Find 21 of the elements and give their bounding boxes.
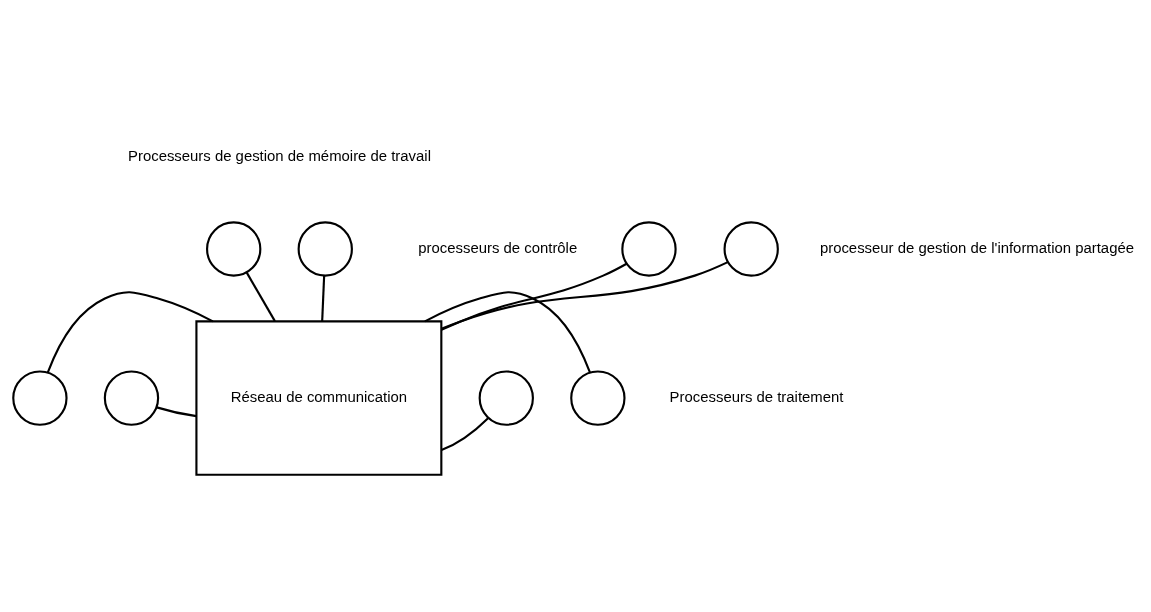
- connector: [424, 290, 591, 373]
- node-circle: [621, 220, 677, 277]
- node-circle: [297, 220, 353, 277]
- node-box: Réseau de communication: [195, 319, 443, 476]
- label: Processeurs de traitement: [669, 388, 844, 405]
- node-circle: [478, 369, 534, 426]
- connector: [321, 275, 326, 321]
- node-circle: [723, 220, 779, 277]
- label: Processeurs de gestion de mémoire de travail: [128, 147, 431, 164]
- node-circle: [12, 369, 68, 426]
- node-circle: [103, 369, 160, 426]
- node-circle: [570, 369, 626, 426]
- connector: [441, 417, 489, 451]
- connector: [156, 405, 197, 417]
- connector: [441, 260, 729, 330]
- connector: [46, 290, 214, 373]
- connector: [441, 262, 628, 331]
- node-circle: [206, 220, 262, 277]
- label: processeurs de contrôle: [418, 239, 578, 256]
- connector: [245, 271, 276, 322]
- label: processeur de gestion de l'information partagée: [819, 239, 1134, 256]
